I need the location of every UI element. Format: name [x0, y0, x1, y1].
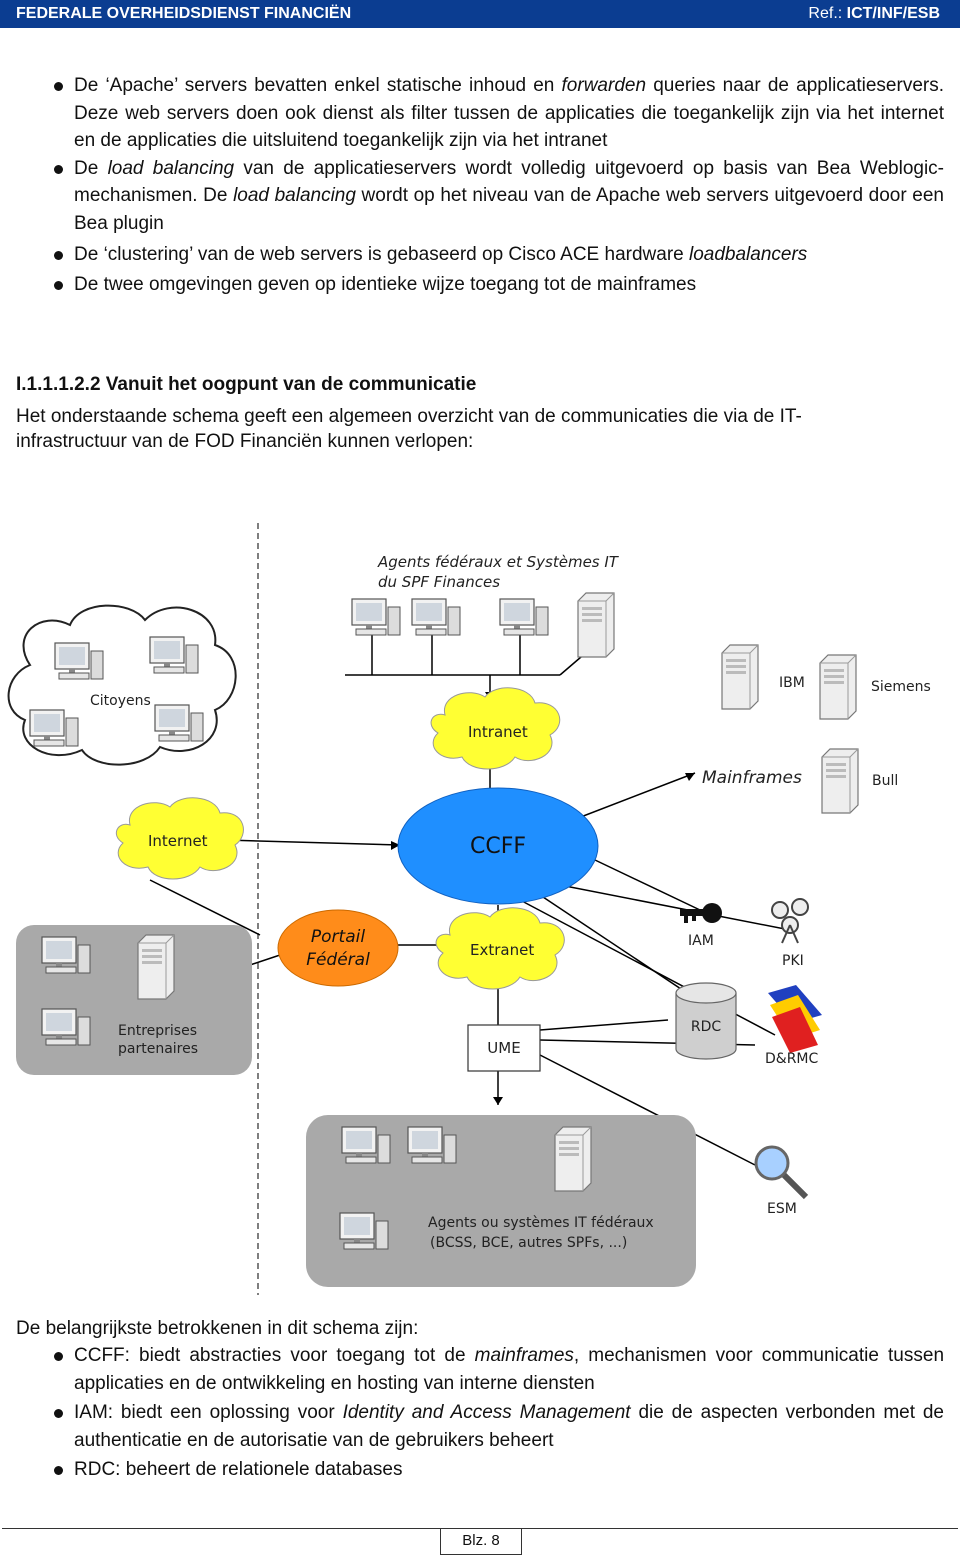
esm-label: ESM	[767, 1201, 797, 1217]
agents-bottom-line2: (BCSS, BCE, autres SPFs, ...)	[430, 1235, 627, 1251]
intranet-cloud: Intranet	[430, 687, 561, 770]
bullet-list-top: De ‘Apache’ servers bevatten enkel stati…	[16, 72, 960, 298]
agents-bottom-panel: Agents ou systèmes IT fédéraux (BCSS, BC…	[306, 1115, 696, 1287]
certificate-icon	[771, 898, 809, 944]
citoyens-label: Citoyens	[90, 693, 151, 709]
list-item: IAM: biedt een oplossing voor Identity a…	[0, 1399, 960, 1454]
reference-code: ICT/INF/ESB	[846, 5, 940, 22]
rdc-label: RDC	[691, 1019, 722, 1035]
magnifier-icon	[754, 1145, 809, 1200]
diagram-svg: Agents fédéraux et Systèmes IT du SPF Fi…	[7, 523, 931, 1295]
bull-label: Bull	[872, 773, 898, 789]
intranet-label: Intranet	[468, 723, 528, 741]
list-item: RDC: beheert de relationele databases	[0, 1456, 960, 1484]
section-intro: Het onderstaande schema geeft een algeme…	[16, 406, 802, 452]
dmrc-label: D&RMC	[765, 1051, 819, 1067]
database-icon: RDC	[675, 982, 737, 1060]
mainframes-label: Mainframes	[702, 768, 802, 788]
server-icon	[554, 1126, 592, 1192]
pc-icon	[411, 598, 461, 636]
entreprises-panel: Entreprises partenaires	[16, 925, 252, 1075]
list-item: De ‘Apache’ servers bevatten enkel stati…	[0, 72, 960, 155]
ume-box	[467, 1024, 541, 1072]
extranet-label: Extranet	[470, 941, 534, 959]
list-item: CCFF: biedt abstracties voor toegang tot…	[0, 1342, 960, 1397]
section-heading: I.1.1.1.2.2 Vanuit het oogpunt van de co…	[16, 374, 477, 395]
server-icon	[577, 592, 615, 658]
portail-line2: Fédéral	[306, 950, 370, 970]
internet-label: Internet	[148, 832, 208, 850]
extranet-cloud: Extranet	[435, 907, 565, 990]
pc-icon	[499, 598, 549, 636]
iam-label: IAM	[688, 933, 714, 949]
agents-title-line2: du SPF Finances	[378, 573, 500, 591]
list-item: De twee omgevingen geven op identieke wi…	[0, 271, 960, 299]
page-header: FEDERALE OVERHEIDSDIENST FINANCIËN Ref.:…	[0, 0, 960, 28]
list-item: De ‘clustering’ van de web servers is ge…	[0, 241, 960, 269]
ibm-label: IBM	[779, 675, 805, 691]
key-icon	[680, 903, 722, 923]
page-footer: Blz. 8	[0, 1528, 960, 1555]
reference: Ref.: ICT/INF/ESB	[808, 5, 940, 22]
portail-line1: Portail	[311, 927, 365, 947]
entreprises-line1: Entreprises	[118, 1023, 197, 1039]
communication-diagram: Agents fédéraux et Systèmes IT du SPF Fi…	[0, 515, 960, 1305]
list-item: De load balancing van de applicatieserve…	[0, 155, 960, 238]
pc-icon	[351, 598, 401, 636]
bullet-list-bottom: CCFF: biedt abstracties voor toegang tot…	[0, 1342, 960, 1484]
belangrijkste-intro: De belangrijkste betrokkenen in dit sche…	[16, 1318, 419, 1339]
pki-label: PKI	[782, 953, 804, 969]
citoyens-cloud: Citoyens	[7, 604, 237, 766]
internet-cloud: Internet	[115, 797, 244, 880]
page-number: Blz. 8	[440, 1528, 522, 1555]
ccff-label: CCFF	[470, 834, 526, 859]
ccff-ellipse	[397, 787, 599, 905]
server-icon	[721, 644, 759, 710]
organisation-name: FEDERALE OVERHEIDSDIENST FINANCIËN	[16, 5, 352, 22]
agents-bottom-line1: Agents ou systèmes IT fédéraux	[428, 1215, 654, 1231]
footer-rule	[2, 1528, 958, 1529]
server-icon	[137, 934, 175, 1000]
siemens-label: Siemens	[871, 679, 931, 695]
entreprises-line2: partenaires	[118, 1041, 198, 1057]
agents-title-line1: Agents fédéraux et Systèmes IT	[377, 553, 620, 571]
folder-icon	[768, 985, 822, 1053]
ume-label: UME	[487, 1039, 520, 1057]
server-icon	[819, 654, 857, 720]
portail-ellipse	[277, 909, 399, 987]
server-icon	[821, 748, 859, 814]
